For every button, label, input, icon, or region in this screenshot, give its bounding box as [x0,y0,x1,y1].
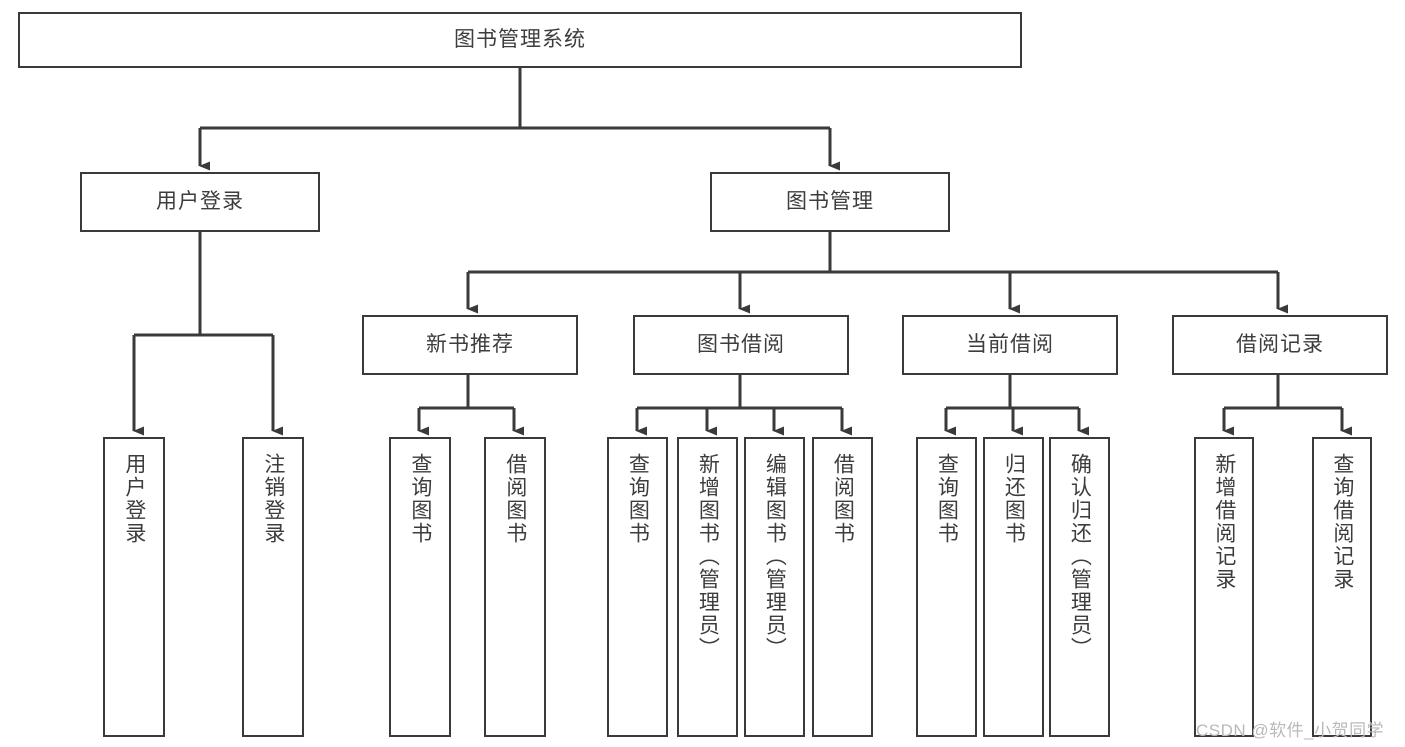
node-label: 新增图书（管理员） [696,453,720,660]
node-label: 新书推荐 [426,333,514,357]
node-label: 新增借阅记录 [1212,453,1236,591]
node-borrow-record[interactable]: 借阅记录 [1172,315,1388,375]
node-label: 注销登录 [261,453,285,545]
node-leaf-confirm-return-admin[interactable]: 确认归还（管理员） [1049,437,1110,737]
csdn-watermark: CSDN @软件_小贺同学 [1196,721,1385,740]
node-user-login[interactable]: 用户登录 [80,172,320,232]
node-label: 借阅图书 [503,453,527,545]
node-label: 用户登录 [122,453,146,545]
node-leaf-add-borrow-record[interactable]: 新增借阅记录 [1194,437,1254,737]
node-leaf-user-login[interactable]: 用户登录 [103,437,165,737]
node-label: 查询借阅记录 [1330,453,1354,591]
node-leaf-query-book-borrow[interactable]: 查询图书 [607,437,668,737]
node-label: 查询图书 [935,453,959,545]
node-root-system[interactable]: 图书管理系统 [18,12,1022,68]
node-leaf-edit-book-admin[interactable]: 编辑图书（管理员） [744,437,805,737]
node-label: 查询图书 [408,453,432,545]
node-label: 用户登录 [156,190,244,214]
node-new-book-recommend[interactable]: 新书推荐 [362,315,578,375]
node-label: 编辑图书（管理员） [763,453,787,660]
node-label: 图书管理系统 [454,28,586,52]
node-current-borrow[interactable]: 当前借阅 [902,315,1118,375]
node-label: 借阅记录 [1236,333,1324,357]
node-leaf-return-book[interactable]: 归还图书 [983,437,1044,737]
node-label: 图书借阅 [697,333,785,357]
node-book-borrow[interactable]: 图书借阅 [633,315,849,375]
node-label: 借阅图书 [831,453,855,545]
node-leaf-query-book-current[interactable]: 查询图书 [916,437,977,737]
node-label: 查询图书 [626,453,650,545]
node-leaf-add-book-admin[interactable]: 新增图书（管理员） [677,437,738,737]
node-leaf-query-book-recommend[interactable]: 查询图书 [389,437,451,737]
node-book-manage[interactable]: 图书管理 [710,172,950,232]
node-leaf-user-logout[interactable]: 注销登录 [242,437,304,737]
node-label: 图书管理 [786,190,874,214]
node-leaf-borrow-book-recommend[interactable]: 借阅图书 [484,437,546,737]
node-label: 确认归还（管理员） [1068,453,1092,660]
node-leaf-borrow-book[interactable]: 借阅图书 [812,437,873,737]
node-label: 归还图书 [1002,453,1026,545]
node-label: 当前借阅 [966,333,1054,357]
node-leaf-query-borrow-record[interactable]: 查询借阅记录 [1312,437,1372,737]
